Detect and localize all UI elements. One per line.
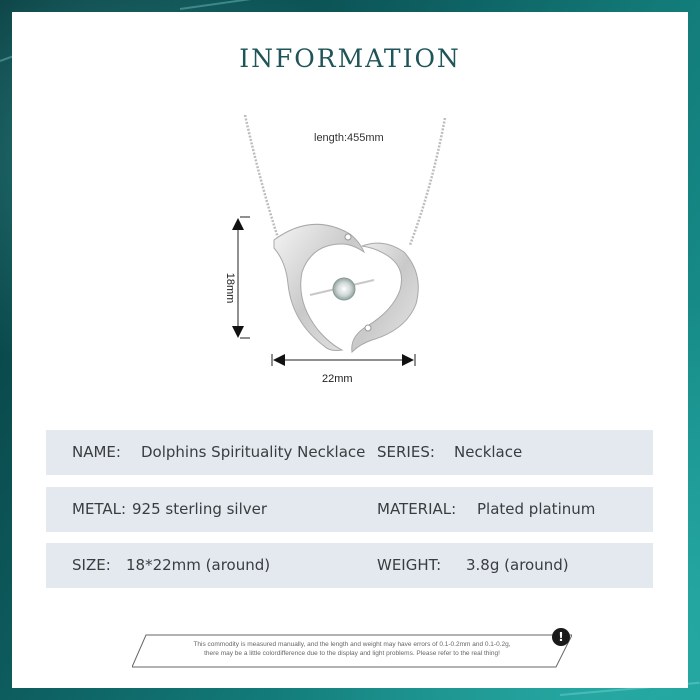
spec-row-size: SIZE: 18*22mm (around) WEIGHT: 3.8g (aro… [46,543,653,588]
height-dimension-label: 18mm [224,272,236,304]
spec-label: NAME: [72,443,121,461]
measurement-notice: This commodity is measured manually, and… [132,628,572,670]
dolphin-right [351,242,419,354]
page-title: INFORMATION [239,44,461,73]
spec-label: SERIES: [377,443,435,461]
spec-row-name: NAME: Dolphins Spirituality Necklace SER… [46,430,653,475]
gemstone [332,277,356,301]
spec-row-metal: METAL: 925 sterling silver MATERIAL: Pla… [46,487,653,532]
spec-label: METAL: [72,500,127,518]
background-streak [179,0,299,10]
spec-value: Plated platinum [477,500,596,518]
spec-label: WEIGHT: [377,556,442,574]
spec-value: 18*22mm (around) [126,556,271,574]
spec-value: 925 sterling silver [132,500,268,518]
warning-icon: ! [552,628,570,646]
necklace-image [232,114,447,366]
spec-value: Dolphins Spirituality Necklace [141,443,366,461]
notice-text: This commodity is measured manually, and… [193,641,511,657]
notice-frame [132,634,572,668]
spec-value: Necklace [454,443,523,461]
length-label: length:455mm [314,132,384,144]
dolphin-left [273,223,366,351]
chain-left [243,114,280,239]
width-dimension-label: 22mm [322,373,353,385]
spec-value: 3.8g (around) [466,556,569,574]
spec-label: MATERIAL: [377,500,457,518]
chain-right [408,117,447,246]
spec-label: SIZE: [72,556,111,574]
info-panel: INFORMATION [12,12,688,688]
product-figure: length:455mm 18mm 22mm [12,12,688,412]
